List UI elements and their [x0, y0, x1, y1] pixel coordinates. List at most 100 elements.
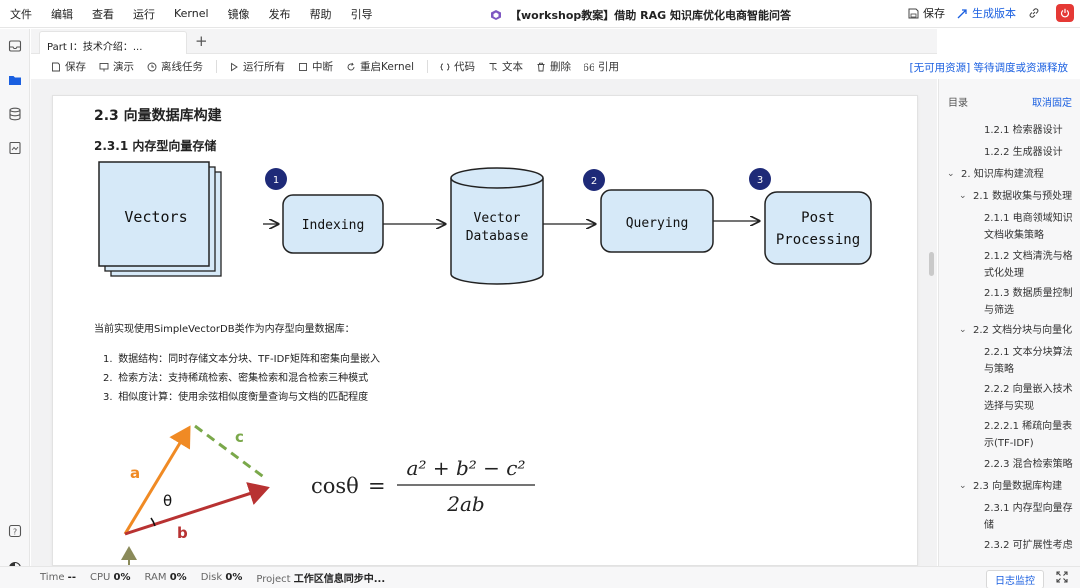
status-project: Project 工作区信息同步中... — [256, 570, 385, 585]
description-paragraph: 当前实现使用SimpleVectorDB类作为内存型向量数据库： — [94, 324, 355, 335]
list-item-text: 相似度计算：使用余弦相似度衡量查询与文档的匹配程度 — [118, 392, 369, 403]
interrupt-button[interactable]: 中断 — [298, 59, 333, 74]
text-cell-button[interactable]: 文本 — [488, 59, 523, 74]
document-title-text: 【workshop教案】借助 RAG 知识库优化电商智能问答 — [510, 9, 791, 22]
help-icon[interactable]: ? — [8, 524, 22, 538]
restart-icon — [347, 62, 355, 70]
time-value: -- — [67, 572, 76, 583]
list-item-text: 检索方法：支持稀疏检索、密集检索和混合检索三种模式 — [118, 373, 369, 384]
status-ram: RAM 0% — [145, 572, 187, 583]
markdown-cell[interactable]: 2.3 向量数据库构建 2.3.1 内存型向量存储 Vectors 1 Inde… — [52, 95, 918, 566]
menu-publish[interactable]: 发布 — [268, 7, 291, 21]
fullscreen-icon[interactable] — [1056, 571, 1068, 583]
status-time: Time -- — [40, 572, 76, 583]
toc-item[interactable]: 1.2.1 检索器设计 — [984, 125, 1063, 136]
code-cell-button[interactable]: 代码 — [440, 59, 475, 74]
toc-item[interactable]: 2.1.2 文档清洗与格式化处理 — [984, 251, 1073, 279]
step-1-badge — [265, 168, 287, 190]
save-icon — [908, 8, 919, 18]
document-title: 【workshop教案】借助 RAG 知识库优化电商智能问答 — [490, 7, 791, 23]
left-sidebar: ? — [0, 29, 30, 575]
inbox-icon[interactable] — [8, 39, 22, 53]
add-tab-button[interactable]: + — [195, 32, 208, 50]
toc-item[interactable]: 2.2.1 文本分块算法与策略 — [984, 347, 1073, 375]
tab-bar: Part I：技术介绍：... + — [31, 29, 937, 54]
power-icon — [1060, 8, 1070, 18]
menu-view[interactable]: 查看 — [92, 7, 114, 21]
toc-unpin-button[interactable]: 取消固定 — [1032, 98, 1072, 109]
power-button[interactable] — [1056, 4, 1074, 22]
chevron-down-icon: ⌄ — [959, 481, 967, 491]
save-menu-button[interactable]: 保存 — [908, 5, 945, 21]
cpu-label: CPU — [89, 572, 111, 583]
subsection-heading: 2.3.1 内存型向量存储 — [94, 139, 217, 153]
save-menu-label: 保存 — [923, 7, 945, 20]
vector-c-dashed — [194, 424, 266, 480]
app-logo-icon — [491, 10, 501, 20]
offline-task-button[interactable]: 离线任务 — [147, 59, 203, 74]
formula-numerator: a² + b² − c² — [407, 456, 526, 480]
log-monitor-button[interactable]: 日志监控 — [986, 570, 1044, 588]
delete-button[interactable]: 删除 — [536, 59, 571, 74]
toc-item-label: 2.3 向量数据库构建 — [973, 481, 1063, 492]
image-box-icon[interactable] — [8, 141, 22, 155]
menu-file[interactable]: 文件 — [10, 7, 32, 21]
demo-button[interactable]: 演示 — [99, 59, 134, 74]
menu-run[interactable]: 运行 — [133, 7, 155, 21]
toc-item[interactable]: ⌄ 2.3 向量数据库构建 — [959, 478, 1077, 495]
database-label-line1: Vector — [474, 211, 521, 226]
folder-icon[interactable] — [8, 73, 22, 87]
toc-title: 目录 — [948, 98, 968, 109]
generate-version-button[interactable]: 生成版本 — [957, 5, 1016, 21]
database-icon[interactable] — [8, 107, 22, 121]
menu-guide[interactable]: 引导 — [350, 7, 373, 21]
toc-item[interactable]: 2.2.2.1 稀疏向量表示(TF-IDF) — [984, 421, 1073, 449]
save-button[interactable]: 保存 — [51, 59, 86, 74]
ram-label: RAM — [144, 572, 167, 583]
restart-kernel-label: 重启Kernel — [360, 61, 414, 73]
menu-edit[interactable]: 编辑 — [51, 7, 73, 21]
trash-icon — [537, 62, 545, 71]
text-label: 文本 — [502, 61, 523, 73]
cite-button[interactable]: 66 引用 — [584, 59, 619, 74]
toc-item[interactable]: 2.1.3 数据质量控制与筛选 — [984, 288, 1073, 316]
database-label-line2: Database — [466, 229, 529, 244]
editor-scrollbar[interactable] — [929, 252, 934, 276]
list-item-number: 2. — [103, 373, 113, 384]
toc-item[interactable]: 2.2.2 向量嵌入技术选择与实现 — [984, 384, 1073, 412]
delete-label: 删除 — [550, 61, 571, 73]
toc-item[interactable]: ⌄2.2 文档分块与向量化 — [959, 322, 1077, 339]
menu-image[interactable]: 镜像 — [227, 7, 250, 21]
toc-item[interactable]: 2.3.1 内存型向量存储 — [984, 503, 1073, 531]
link-icon — [1029, 8, 1039, 18]
formula-denominator: 2ab — [446, 492, 484, 516]
section-heading: 2.3 向量数据库构建 — [94, 108, 222, 124]
toc-item[interactable]: ⌄2. 知识库构建流程 — [947, 166, 1076, 183]
restart-kernel-button[interactable]: 重启Kernel — [346, 59, 414, 74]
toc-item[interactable]: 1.2.2 生成器设计 — [984, 147, 1063, 158]
chevron-down-icon: ⌄ — [959, 191, 967, 201]
menu-help[interactable]: 帮助 — [309, 7, 332, 21]
status-cpu: CPU 0% — [90, 572, 131, 583]
feature-list: 1. 数据结构：同时存储文本分块、TF-IDF矩阵和密集向量嵌入 2. 检索方法… — [103, 350, 380, 407]
formula-equals: = — [368, 474, 386, 498]
run-all-button[interactable]: 运行所有 — [229, 59, 285, 74]
demo-label: 演示 — [113, 61, 134, 73]
share-link-button[interactable] — [1028, 7, 1044, 19]
toc-item[interactable]: 2.1.1 电商领域知识文档收集策略 — [984, 213, 1073, 241]
toolbar-divider — [427, 60, 428, 73]
list-item: 3. 相似度计算：使用余弦相似度衡量查询与文档的匹配程度 — [103, 388, 380, 407]
vector-b — [124, 482, 270, 536]
toc-item[interactable]: 2.3.2 可扩展性考虑 — [984, 540, 1073, 551]
tab-part-i[interactable]: Part I：技术介绍：... — [39, 31, 187, 54]
quote-icon: 66 — [584, 63, 594, 72]
post-processing-box — [764, 191, 872, 265]
play-icon — [231, 62, 238, 71]
resource-status[interactable]: [无可用资源] 等待调度或资源释放 — [909, 62, 1068, 74]
step-1-label: 1 — [273, 175, 279, 186]
menu-kernel[interactable]: Kernel — [174, 7, 209, 20]
toc-item[interactable]: 2.2.3 混合检索策略 — [984, 459, 1073, 470]
toc-header: 目录 取消固定 — [948, 94, 1072, 109]
step-3-badge — [749, 168, 771, 190]
toc-item[interactable]: ⌄2.1 数据收集与预处理 — [959, 188, 1077, 205]
